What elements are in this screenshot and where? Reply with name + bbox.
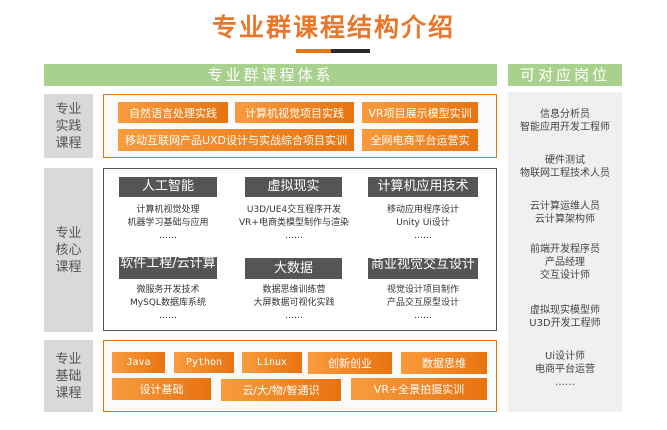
core-ellipsis: …… [159, 311, 177, 321]
job-ellipsis: …… [555, 377, 575, 388]
practice-course[interactable]: 计算机视觉项目实践 [235, 102, 354, 123]
job-title: 交互设计师 [540, 270, 590, 281]
job-title: 信息分析员 [540, 109, 590, 120]
job-group: 云计算运维人员云计算架构师 [508, 200, 622, 226]
basic-label: 专业 基础 课程 [44, 340, 93, 412]
basic-box [103, 340, 497, 412]
core-topic: 移动应用程序设计 [386, 205, 459, 215]
practice-course[interactable]: VR项目展示模型实训 [362, 102, 478, 123]
core-card-lines: 数据思维训练营大屏数据可视化实践 …… [232, 284, 356, 323]
basic-course[interactable]: 创新创业 [308, 352, 392, 374]
page-title: 专业群课程结构介绍 [211, 13, 455, 42]
core-card-title: 软件工程/云计算 [119, 257, 217, 279]
core-ellipsis: …… [285, 231, 303, 241]
core-card-lines: 移动应用程序设计 Unity Ui设计 …… [363, 204, 483, 243]
basic-course[interactable]: 数据思维 [401, 352, 487, 374]
core-topic: MySQL数据库系统 [130, 298, 206, 308]
job-group: 前端开发程序员产品经理交互设计师 [508, 243, 622, 282]
basic-course[interactable]: Java [112, 352, 165, 373]
core-topic: 微服务开发技术 [136, 285, 200, 295]
job-title: U3D开发工程师 [529, 318, 601, 329]
core-card-title: 人工智能 [119, 177, 217, 197]
core-card-lines: 微服务开发技术 MySQL数据库系统 …… [108, 284, 228, 323]
job-group: Ui设计师电商平台运营 …… [508, 350, 622, 389]
core-ellipsis: …… [414, 311, 432, 321]
job-title: 物联网工程技术人员 [520, 168, 610, 179]
job-group: 信息分析员智能应用开发工程师 [508, 108, 622, 134]
basic-course[interactable]: VR+全景拍摄实训 [351, 378, 487, 400]
core-ellipsis: …… [159, 231, 177, 241]
job-title: 智能应用开发工程师 [520, 122, 610, 133]
core-card-title: 虚拟现实 [245, 177, 342, 197]
job-title: Ui设计师 [544, 351, 586, 362]
practice-course[interactable]: 移动互联网产品UXD设计与实战综合项目实训 [118, 129, 354, 151]
core-card-lines: 视觉设计项目制作产品交互原型设计 …… [363, 284, 483, 323]
title-underline [331, 49, 370, 53]
core-card-title: 大数据 [245, 258, 342, 279]
core-topic: U3D/UE4交互程序开发 [246, 205, 342, 215]
job-title: 云计算运维人员 [530, 201, 600, 212]
basic-course[interactable]: 云/大/物/智通识 [221, 379, 341, 401]
job-title: 电商平台运营 [535, 364, 595, 375]
title-underline-accent [296, 49, 331, 53]
jobs-header: 可对应岗位 [508, 64, 622, 86]
practice-label: 专业 实践 课程 [44, 94, 93, 158]
core-topic: VR+电商类模型制作与渲染 [239, 218, 349, 228]
job-group: 虚拟现实模型师 U3D开发工程师 [508, 304, 622, 330]
core-ellipsis: …… [285, 311, 303, 321]
core-topic: 产品交互原型设计 [386, 298, 459, 308]
basic-course[interactable]: Python [174, 352, 234, 373]
core-card-lines: 计算机视觉处理机器学习基础与应用 …… [108, 204, 228, 243]
job-title: 云计算架构师 [535, 214, 595, 225]
basic-course[interactable]: 设计基础 [112, 378, 211, 400]
job-title: 前端开发程序员 [530, 244, 600, 255]
basic-course[interactable]: Linux [242, 352, 302, 373]
core-topic: 视觉设计项目制作 [386, 285, 459, 295]
core-label: 专业 核心 课程 [44, 168, 93, 332]
course-system-header: 专业群课程体系 [44, 64, 497, 86]
core-topic: 大屏数据可视化实践 [253, 298, 335, 308]
job-title: 硬件测试 [545, 155, 585, 166]
core-card-title: 计算机应用技术 [368, 177, 478, 197]
practice-course[interactable]: 全网电商平台运营实 [362, 129, 478, 151]
core-card-title: 商业视觉交互设计 [368, 258, 478, 279]
practice-course[interactable]: 自然语言处理实践 [118, 102, 228, 123]
job-title: 虚拟现实模型师 [530, 305, 600, 316]
core-topic: 计算机视觉处理 [136, 205, 200, 215]
core-topic: Unity Ui设计 [396, 218, 450, 228]
job-title: 产品经理 [545, 257, 585, 268]
core-topic: 数据思维训练营 [262, 285, 326, 295]
job-group: 硬件测试物联网工程技术人员 [508, 154, 622, 180]
core-topic: 机器学习基础与应用 [127, 218, 209, 228]
core-card-lines: U3D/UE4交互程序开发 VR+电商类模型制作与渲染 …… [232, 204, 356, 243]
core-ellipsis: …… [414, 231, 432, 241]
jobs-column: 信息分析员智能应用开发工程师 硬件测试物联网工程技术人员 云计算运维人员云计算架… [508, 92, 622, 412]
